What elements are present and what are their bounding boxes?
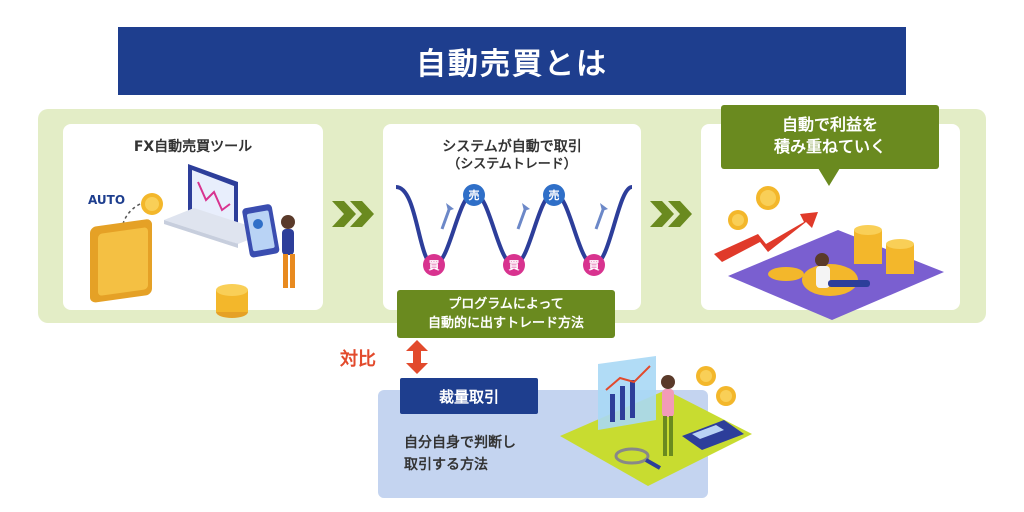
up-arrow-icon xyxy=(440,203,454,230)
step-title-tool: FX自動売買ツール xyxy=(133,139,253,155)
coin-icon xyxy=(696,366,716,386)
magnifier-icon xyxy=(614,447,661,470)
coin-icon xyxy=(728,210,748,230)
person-icon xyxy=(281,215,295,288)
coin-stack-icon xyxy=(216,284,248,318)
coin-icon xyxy=(141,193,163,215)
discretionary-illustration xyxy=(560,356,752,486)
discretionary-description: 自分自身で判断し 取引する方法 xyxy=(404,435,516,473)
svg-text:買: 買 xyxy=(509,259,520,272)
calculator-icon xyxy=(682,420,744,450)
rising-arrow-icon xyxy=(714,212,818,262)
buy-badge: 買 xyxy=(583,254,605,276)
relaxing-person-icon xyxy=(802,253,870,296)
contrast-label: 対比 xyxy=(340,349,376,370)
person-icon xyxy=(661,375,675,456)
tablet-icon xyxy=(242,204,280,258)
chart-board-icon xyxy=(598,356,656,430)
laptop-icon xyxy=(164,164,268,248)
flow-arrow-2 xyxy=(650,201,692,227)
coin-stack-icon xyxy=(768,225,914,281)
double-arrow-icon xyxy=(406,340,428,374)
program-description: プログラムによって 自動的に出すトレード方法 xyxy=(397,290,615,338)
profit-illustration xyxy=(714,186,944,320)
buy-badge: 買 xyxy=(503,254,525,276)
auto-tag: AUTO xyxy=(88,193,125,207)
sell-badge: 売 xyxy=(543,184,565,206)
buy-badge: 買 xyxy=(423,254,445,276)
page-title: 自動売買とは xyxy=(118,27,906,95)
step-title-system: システムが自動で取引 （システムトレード） xyxy=(442,139,582,172)
step-card-system: システムが自動で取引 （システムトレード） xyxy=(383,124,641,310)
callout-tail xyxy=(818,168,840,186)
svg-text:売: 売 xyxy=(549,188,560,202)
up-arrow-icon xyxy=(516,203,530,230)
coin-icon xyxy=(716,386,736,406)
flow-arrow-1 xyxy=(332,201,374,227)
svg-text:買: 買 xyxy=(589,259,600,272)
wallet-icon xyxy=(90,219,152,303)
svg-text:売: 売 xyxy=(469,188,480,202)
profit-callout: 自動で利益を 積み重ねていく xyxy=(721,105,939,169)
trade-wave-illustration: 売 売 買 買 買 xyxy=(395,184,633,276)
coin-icon xyxy=(756,186,780,210)
svg-text:買: 買 xyxy=(429,259,440,272)
floor-panel xyxy=(560,390,752,486)
discretionary-title: 裁量取引 xyxy=(400,378,538,414)
up-arrow-icon xyxy=(594,203,608,230)
sell-badge: 売 xyxy=(463,184,485,206)
trading-tool-illustration: AUTO xyxy=(88,164,295,318)
